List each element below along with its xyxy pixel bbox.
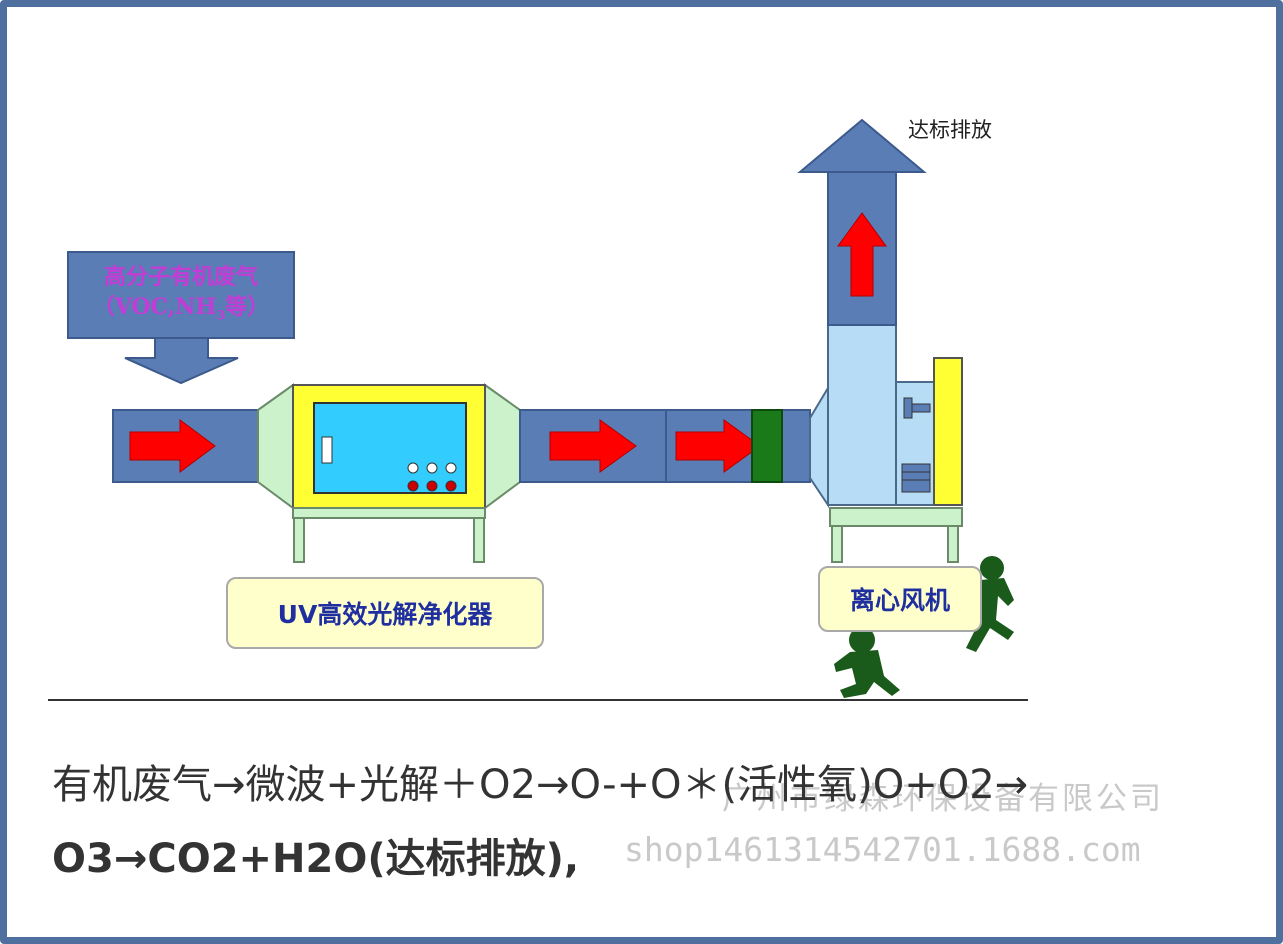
filter-section	[751, 409, 783, 483]
formula-line1: 有机废气→微波+光解＋O2→O-+O＊(活性氧)O+O2→	[52, 762, 1029, 808]
duct-arrow-1	[129, 419, 216, 473]
indicator-light	[407, 462, 419, 474]
indicator-light	[426, 462, 438, 474]
inlet-label-suffix: 等）	[225, 294, 270, 320]
running-figure-icon	[834, 627, 900, 698]
duct-arrow-2	[549, 419, 637, 473]
fan-label: 离心风机	[818, 566, 982, 632]
watermark-company: 广州市绿森环保设备有限公司	[722, 781, 1164, 817]
indicator-light	[407, 480, 419, 492]
exhaust-stack	[797, 118, 927, 326]
motor	[901, 463, 931, 493]
purifier-handle	[321, 436, 333, 464]
uv-purifier	[257, 383, 521, 563]
duct-arrow-3	[675, 419, 761, 473]
inlet-label: 高分子有机废气 （VOC,NH3等）	[68, 262, 294, 331]
indicator-light	[426, 480, 438, 492]
indicator-light	[445, 480, 457, 492]
watermark-url: shop1461314542701.1688.com	[624, 830, 1141, 869]
inlet-label-prefix: （VOC,NH	[92, 294, 217, 320]
exhaust-label: 达标排放	[908, 118, 992, 142]
inlet-label-line2: （VOC,NH3等）	[68, 292, 294, 331]
stack-arrow	[837, 212, 887, 297]
uv-purifier-label: UV高效光解净化器	[226, 577, 544, 649]
motor-knob	[903, 397, 913, 419]
inlet-callout	[67, 251, 295, 385]
purifier-screen	[313, 402, 467, 494]
formula-line2: O3→CO2+H2O(达标排放),	[52, 836, 580, 882]
indicator-light	[445, 462, 457, 474]
inlet-label-subscript: 3	[216, 308, 226, 324]
fan-panel	[933, 357, 963, 506]
centrifugal-fan	[809, 324, 963, 563]
inlet-label-line1: 高分子有机废气	[103, 264, 258, 290]
